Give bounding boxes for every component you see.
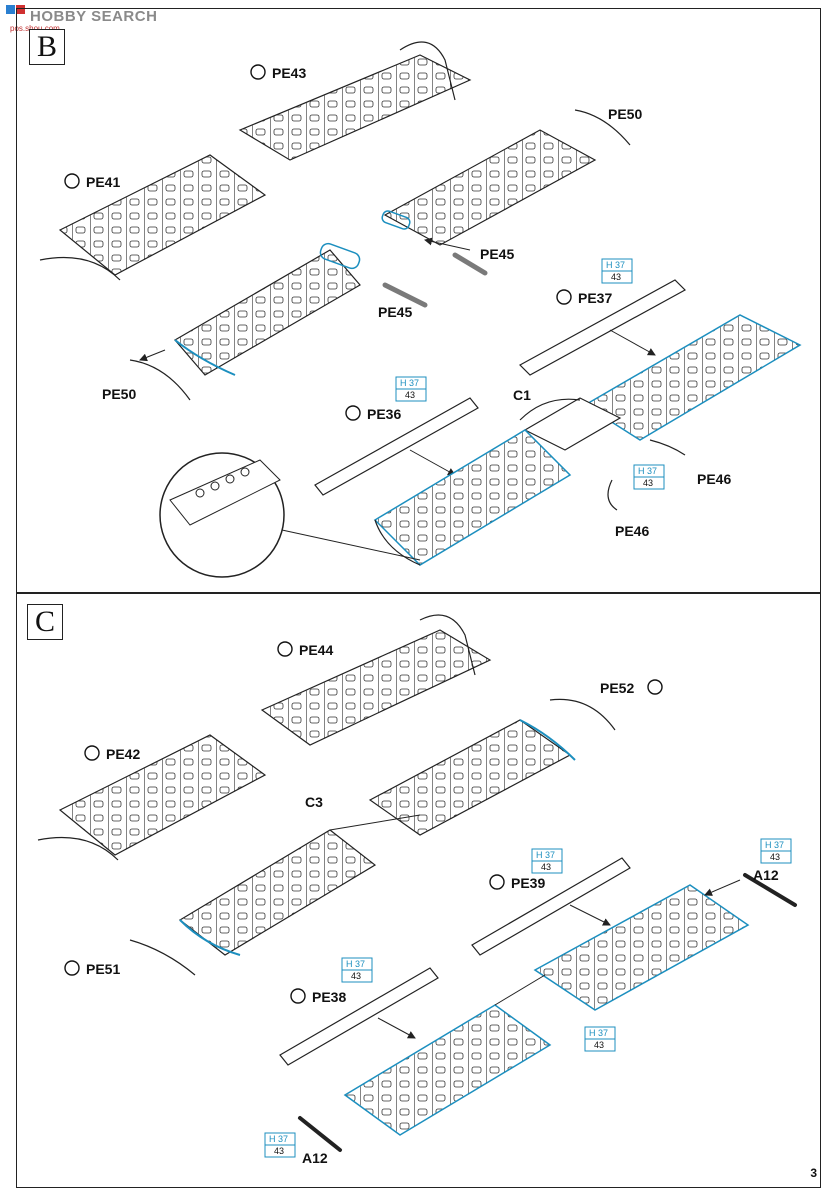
- callout-pe42: PE42: [84, 745, 140, 762]
- label-pe38: PE38: [312, 989, 346, 1005]
- label-pe46-right: PE46: [697, 471, 731, 487]
- step-b-panel: B: [16, 8, 821, 593]
- label-a12-bottom: A12: [302, 1150, 328, 1166]
- color-code: H 37: [400, 378, 419, 388]
- page-number: 3: [810, 1166, 817, 1180]
- label-pe46-bottom: PE46: [615, 523, 649, 539]
- step-b-label: B: [29, 29, 65, 65]
- callout-pe38: PE38: [290, 988, 346, 1005]
- rotate-icon: [556, 289, 572, 305]
- color-ref-4: H 37 43: [760, 838, 792, 864]
- part-wing-left-c: [298, 974, 552, 1152]
- callout-pe43: PE43: [250, 64, 306, 81]
- watermark-text: HOBBY SEARCH: [30, 8, 158, 25]
- part-pe39-strip: [471, 857, 631, 956]
- label-pe50-top: PE50: [608, 106, 642, 122]
- part-pe43-panel: [238, 41, 472, 161]
- color-ref-8: H 37 43: [264, 1132, 296, 1158]
- color-code: H 37: [638, 466, 657, 476]
- label-pe37: PE37: [578, 290, 612, 306]
- watermark: HOBBY SEARCH pos.shou.com: [4, 2, 174, 33]
- color-num: 43: [643, 478, 653, 488]
- color-num: 43: [274, 1146, 284, 1156]
- color-num: 43: [405, 390, 415, 400]
- rotate-icon: [290, 988, 306, 1004]
- color-num: 43: [770, 852, 780, 862]
- callout-pe36: PE36: [345, 405, 401, 422]
- detail-inset-circle: [159, 452, 421, 578]
- color-ref-1: H 37 43: [601, 258, 633, 284]
- part-pe38-strip: [279, 967, 439, 1066]
- part-c1-centre: [519, 397, 686, 511]
- color-code: H 37: [589, 1028, 608, 1038]
- part-flap-right: [381, 109, 631, 276]
- label-pe51: PE51: [86, 961, 120, 977]
- rotate-icon: [345, 405, 361, 421]
- rotate-icon: [84, 745, 100, 761]
- color-code: H 37: [606, 260, 625, 270]
- label-pe36: PE36: [367, 406, 401, 422]
- color-ref-7: H 37 43: [584, 1026, 616, 1052]
- label-pe41: PE41: [86, 174, 120, 190]
- callout-pe39: PE39: [489, 874, 545, 891]
- label-pe43: PE43: [272, 65, 306, 81]
- part-pe42-panel: [37, 734, 267, 861]
- label-a12-right: A12: [753, 867, 779, 883]
- label-pe52: PE52: [600, 680, 634, 696]
- callout-pe51: PE51: [64, 960, 120, 977]
- callout-pe41: PE41: [64, 173, 120, 190]
- label-c1: C1: [513, 387, 531, 403]
- color-num: 43: [351, 971, 361, 981]
- label-pe50-left: PE50: [102, 386, 136, 402]
- part-pe36-strip: [314, 397, 479, 496]
- part-pe44-panel: [260, 614, 492, 746]
- watermark-subtext: pos.shou.com: [10, 24, 60, 33]
- part-wing-right-b: [583, 314, 802, 441]
- part-wing-right-c: [533, 873, 797, 1011]
- color-num: 43: [611, 272, 621, 282]
- rotate-icon: [64, 960, 80, 976]
- rotate-icon: [489, 874, 505, 890]
- color-ref-2: H 37 43: [395, 376, 427, 402]
- color-num: 43: [541, 862, 551, 872]
- part-flap-left: [129, 242, 428, 401]
- color-code: H 37: [269, 1134, 288, 1144]
- callout-pe44: PE44: [277, 641, 333, 658]
- color-ref-5: H 37 43: [531, 848, 563, 874]
- step-c-panel: C: [16, 593, 821, 1188]
- color-num: 43: [594, 1040, 604, 1050]
- color-code: H 37: [765, 840, 784, 850]
- color-ref-3: H 37 43: [633, 464, 665, 490]
- label-pe45-left: PE45: [378, 304, 412, 320]
- part-pe41-panel: [39, 154, 267, 281]
- label-pe39: PE39: [511, 875, 545, 891]
- color-code: H 37: [346, 959, 365, 969]
- logo-icon: [6, 5, 25, 14]
- rotate-icon: [250, 64, 266, 80]
- label-pe44: PE44: [299, 642, 333, 658]
- callout-pe52: PE52: [600, 679, 663, 696]
- color-code: H 37: [536, 850, 555, 860]
- step-c-label: C: [27, 604, 63, 640]
- rotate-icon: [647, 679, 663, 695]
- part-wing-left-b: [373, 429, 572, 566]
- color-ref-6: H 37 43: [341, 957, 373, 983]
- rotate-icon: [277, 641, 293, 657]
- label-pe45-right: PE45: [480, 246, 514, 262]
- part-flap-left-c: [129, 814, 421, 976]
- label-c3: C3: [305, 794, 323, 810]
- label-pe42: PE42: [106, 746, 140, 762]
- rotate-icon: [64, 173, 80, 189]
- part-pe37-strip: [519, 279, 686, 376]
- part-flap-right-c: [368, 698, 616, 836]
- callout-pe37: PE37: [556, 289, 612, 306]
